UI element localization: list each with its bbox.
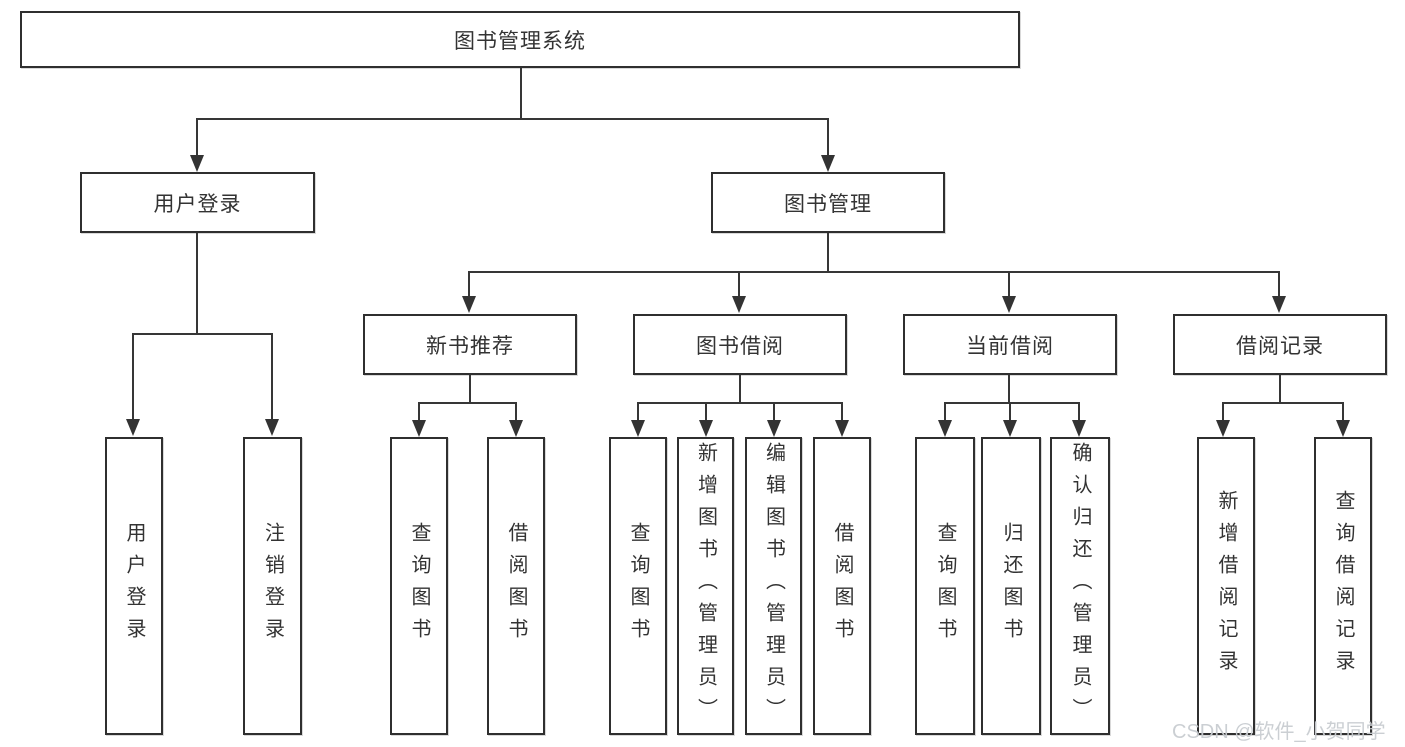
- leaf-cb-confirm-return-label: 确认归还（管理员）: [1069, 442, 1091, 730]
- leaf-rec-query-book: 查询图书: [390, 437, 448, 735]
- leaf-bb-query-book-label: 查询图书: [627, 522, 649, 650]
- connector-vline: [196, 118, 198, 158]
- leaf-bb-add-book-label: 新增图书（管理员）: [694, 442, 717, 730]
- connector-vline: [1008, 375, 1010, 404]
- node-borrow-record-label: 借阅记录: [1236, 334, 1324, 358]
- leaf-logout-login: 注销登录: [243, 437, 302, 735]
- csdn-watermark: CSDN @软件_小贺同学: [1172, 721, 1386, 743]
- leaf-br-query-record-label: 查询借阅记录: [1332, 490, 1354, 682]
- leaf-cb-query-book: 查询图书: [915, 437, 975, 735]
- connector-vline: [271, 333, 273, 420]
- connector-vline: [1222, 402, 1224, 421]
- connector-hline: [196, 118, 829, 120]
- connector-vline: [520, 68, 522, 120]
- connector-vline: [1078, 402, 1080, 421]
- leaf-logout-login-label: 注销登录: [261, 522, 284, 650]
- connector-vline: [1008, 271, 1010, 297]
- connector-vline: [468, 271, 470, 297]
- leaf-bb-borrow-book-label: 借阅图书: [831, 522, 853, 650]
- arrow-down-icon: [699, 420, 713, 437]
- node-borrow-record: 借阅记录: [1173, 314, 1387, 375]
- connector-vline: [637, 402, 639, 421]
- connector-vline: [739, 375, 741, 404]
- leaf-rec-borrow-book-label: 借阅图书: [505, 522, 527, 650]
- connector-vline: [1342, 402, 1344, 421]
- arrow-down-icon: [732, 296, 746, 313]
- node-book-management: 图书管理: [711, 172, 945, 233]
- connector-vline: [773, 402, 775, 421]
- connector-vline: [1278, 271, 1280, 297]
- leaf-rec-borrow-book: 借阅图书: [487, 437, 545, 735]
- leaf-cb-confirm-return: 确认归还（管理员）: [1050, 437, 1110, 735]
- node-current-borrow-label: 当前借阅: [966, 334, 1054, 358]
- leaf-bb-add-book: 新增图书（管理员）: [677, 437, 734, 735]
- arrow-down-icon: [821, 155, 835, 172]
- arrow-down-icon: [412, 420, 426, 437]
- connector-hline: [1222, 402, 1343, 404]
- node-new-book-recommend: 新书推荐: [363, 314, 577, 375]
- connector-vline: [196, 233, 198, 335]
- node-user-login-label: 用户登录: [153, 192, 242, 216]
- connector-vline: [944, 402, 946, 421]
- connector-vline: [469, 375, 471, 404]
- connector-vline: [1279, 375, 1281, 404]
- connector-hline: [468, 271, 1280, 273]
- arrow-down-icon: [190, 155, 204, 172]
- node-book-borrow-label: 图书借阅: [696, 334, 784, 358]
- arrow-down-icon: [265, 419, 279, 436]
- leaf-cb-return-book-label: 归还图书: [1000, 522, 1022, 650]
- connector-vline: [1009, 402, 1011, 421]
- node-current-borrow: 当前借阅: [903, 314, 1117, 375]
- arrow-down-icon: [631, 420, 645, 437]
- arrow-down-icon: [938, 420, 952, 437]
- leaf-bb-edit-book: 编辑图书（管理员）: [745, 437, 802, 735]
- leaf-br-add-record-label: 新增借阅记录: [1215, 490, 1237, 682]
- leaf-bb-query-book: 查询图书: [609, 437, 667, 735]
- arrow-down-icon: [1002, 296, 1016, 313]
- connector-vline: [515, 402, 517, 421]
- arrow-down-icon: [509, 420, 523, 437]
- connector-vline: [705, 402, 707, 421]
- arrow-down-icon: [1272, 296, 1286, 313]
- node-root: 图书管理系统: [20, 11, 1020, 68]
- connector-vline: [418, 402, 420, 421]
- connector-hline: [637, 402, 842, 404]
- arrow-down-icon: [835, 420, 849, 437]
- arrow-down-icon: [1003, 420, 1017, 437]
- leaf-br-query-record: 查询借阅记录: [1314, 437, 1372, 735]
- arrow-down-icon: [126, 419, 140, 436]
- leaf-cb-return-book: 归还图书: [981, 437, 1041, 735]
- leaf-rec-query-book-label: 查询图书: [408, 522, 430, 650]
- node-root-label: 图书管理系统: [454, 29, 586, 53]
- node-book-management-label: 图书管理: [784, 192, 872, 216]
- connector-vline: [827, 233, 829, 273]
- connector-vline: [738, 271, 740, 297]
- connector-vline: [132, 333, 134, 420]
- arrow-down-icon: [1216, 420, 1230, 437]
- leaf-br-add-record: 新增借阅记录: [1197, 437, 1255, 735]
- leaf-user-login-label: 用户登录: [123, 522, 145, 650]
- node-book-borrow: 图书借阅: [633, 314, 847, 375]
- leaf-user-login: 用户登录: [105, 437, 163, 735]
- node-user-login: 用户登录: [80, 172, 315, 233]
- connector-vline: [827, 118, 829, 158]
- arrow-down-icon: [1336, 420, 1350, 437]
- arrow-down-icon: [462, 296, 476, 313]
- leaf-bb-borrow-book: 借阅图书: [813, 437, 871, 735]
- arrow-down-icon: [767, 420, 781, 437]
- connector-hline: [944, 402, 1080, 404]
- node-new-book-recommend-label: 新书推荐: [426, 334, 514, 358]
- arrow-down-icon: [1072, 420, 1086, 437]
- connector-hline: [132, 333, 273, 335]
- leaf-bb-edit-book-label: 编辑图书（管理员）: [762, 442, 785, 730]
- connector-hline: [418, 402, 517, 404]
- leaf-cb-query-book-label: 查询图书: [934, 522, 956, 650]
- connector-vline: [841, 402, 843, 421]
